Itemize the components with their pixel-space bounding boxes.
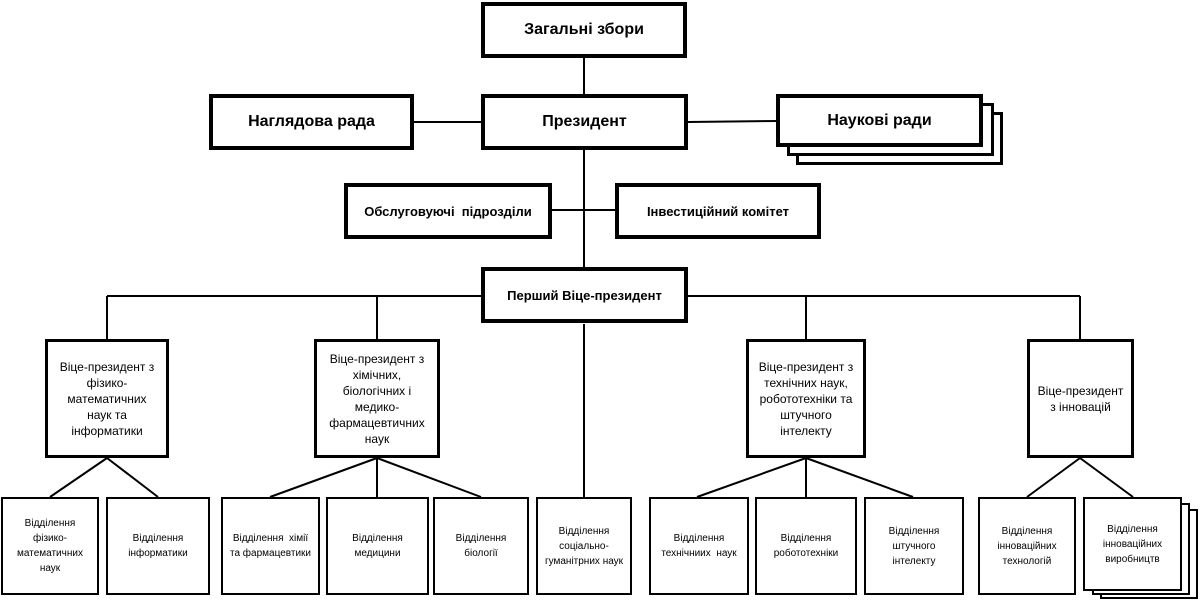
first-vice-president-box: Перший Віце-президент [481,267,688,323]
connector-vp3-dep9 [805,457,914,498]
general-meeting-box: Загальні збори [481,2,687,58]
scientific-councils-box: Наукові ради [776,94,983,147]
department-innovative-production-box: Відділення інноваційних виробництв [1083,497,1182,591]
department-label: Відділення фізико-математичних наук [17,518,83,574]
service-units-box: Обслуговуючі підрозділи [344,183,552,239]
department-label: Відділення інноваційних виробництв [1102,523,1163,565]
vice-president-technical-box: Віце-президент з технічних наук, роботот… [746,339,866,458]
department-technical-box: Відділення технічниих наук [649,497,749,595]
department-label: Відділення технічниих наук [661,533,737,559]
investment-committee-box: Інвестиційний комітет [615,183,821,239]
department-label: Відділення медицини [352,533,403,559]
department-informatics-box: Відділення інформатики [106,497,210,595]
vice-president-label: Віце-президент з хімічних, біологічних і… [329,351,425,446]
vice-president-label: Віце-президент з інновацій [1037,383,1124,414]
department-label: Відділення інформатики [128,533,188,559]
vice-president-label: Віце-президент з технічних наук, роботот… [758,359,854,438]
connector-vp2-dep3 [269,457,378,498]
department-label: Відділення штучного інтелекту [888,525,940,567]
vice-president-label: Віце-президент з фізико-математичних нау… [59,359,155,438]
connector-president-councils [687,120,779,123]
department-innovative-tech-box: Відділення інноваційних технологій [978,497,1076,595]
department-label: Відділення хімії та фармацевтики [230,533,311,559]
vice-president-physmath-box: Віце-президент з фізико-математичних нау… [45,339,169,458]
vice-president-innovation-box: Віце-президент з інновацій [1027,339,1134,458]
connector-vp4-dep10 [1026,457,1081,498]
department-robotics-box: Відділення робототехніки [755,497,857,595]
connector-vp1-dep1 [49,457,108,498]
service-units-label: Обслуговуючі підрозділи [364,203,532,219]
general-meeting-label: Загальні збори [524,21,644,38]
connector-vp1-dep2 [106,457,159,498]
department-label: Відділення біології [455,533,507,559]
department-ai-box: Відділення штучного інтелекту [864,497,964,595]
supervisory-board-box: Наглядова рада [209,94,414,150]
department-biology-box: Відділення біології [433,497,529,595]
department-physmath-box: Відділення фізико-математичних наук [1,497,99,595]
first-vice-president-label: Перший Віце-президент [507,287,662,303]
president-label: Президент [542,113,627,130]
department-chemistry-box: Відділення хімії та фармацевтики [221,497,320,595]
department-label: Відділення соціально-гуманітрних наук [544,525,624,567]
department-label: Відділення інноваційних технологій [997,525,1057,567]
connector-vp2-dep5 [376,457,482,498]
investment-committee-label: Інвестиційний комітет [646,203,790,219]
connector-vp3-dep7 [696,457,807,498]
supervisory-board-label: Наглядова рада [248,113,375,130]
connector-vp4-dep11 [1079,457,1134,498]
department-social-box: Відділення соціально-гуманітрних наук [536,497,632,595]
president-box: Президент [481,94,688,150]
department-label: Відділення робототехніки [773,533,839,559]
vice-president-chembio-box: Віце-президент з хімічних, біологічних і… [314,339,440,458]
department-medicine-box: Відділення медицини [326,497,429,595]
scientific-councils-label: Наукові ради [827,111,932,129]
